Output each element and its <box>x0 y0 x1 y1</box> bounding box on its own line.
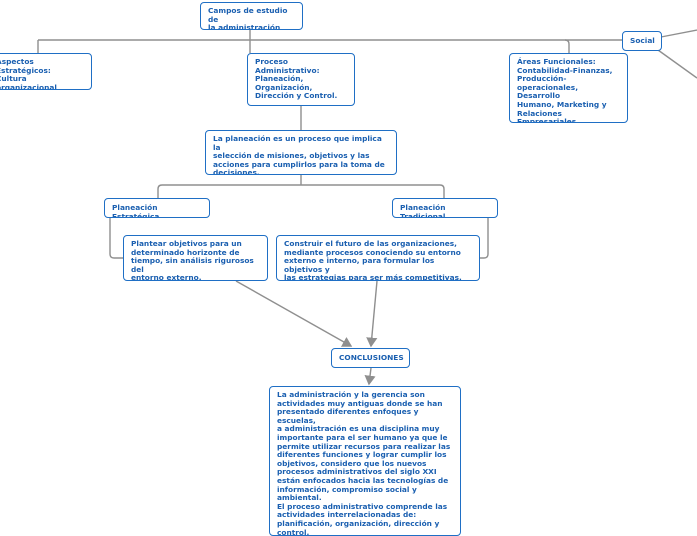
arrow-conclusiones-text <box>364 367 376 386</box>
arrow-tradicional-conclusiones <box>366 280 378 348</box>
node-root[interactable]: Campos de estudio de la administración <box>200 2 303 30</box>
connector-tradicional-desc <box>480 218 489 259</box>
arrow-estrategica-conclusiones <box>235 280 353 347</box>
node-areas[interactable]: Áreas Funcionales: Contabilidad-Finanzas… <box>509 53 628 123</box>
node-conclusiones-text[interactable]: La administración y la gerencia son acti… <box>269 386 461 536</box>
node-aspectos[interactable]: Aspectos Estratégicos: Cultura organizac… <box>0 53 92 90</box>
connectors <box>37 29 697 386</box>
connector-social-out-1 <box>660 29 697 38</box>
node-tradicional-desc[interactable]: Construir el futuro de las organizacione… <box>276 235 480 281</box>
node-social[interactable]: Social <box>622 31 662 51</box>
node-proceso[interactable]: Proceso Administrativo: Planeación, Orga… <box>247 53 355 106</box>
node-planeacion-estrategica[interactable]: Planeación Estratégica <box>104 198 210 218</box>
node-planeacion-tradicional[interactable]: Planeación Tradicional <box>392 198 498 218</box>
connector-root-bar <box>38 39 570 53</box>
connector-estrategica-desc <box>109 218 123 259</box>
node-estrategica-desc[interactable]: Plantear objetivos para un determinado h… <box>123 235 268 281</box>
connector-planeacion-bar <box>157 184 445 198</box>
node-planeacion[interactable]: La planeación es un proceso que implica … <box>205 130 397 175</box>
connector-social-out-2 <box>657 49 697 79</box>
node-conclusiones[interactable]: CONCLUSIONES <box>331 348 410 368</box>
